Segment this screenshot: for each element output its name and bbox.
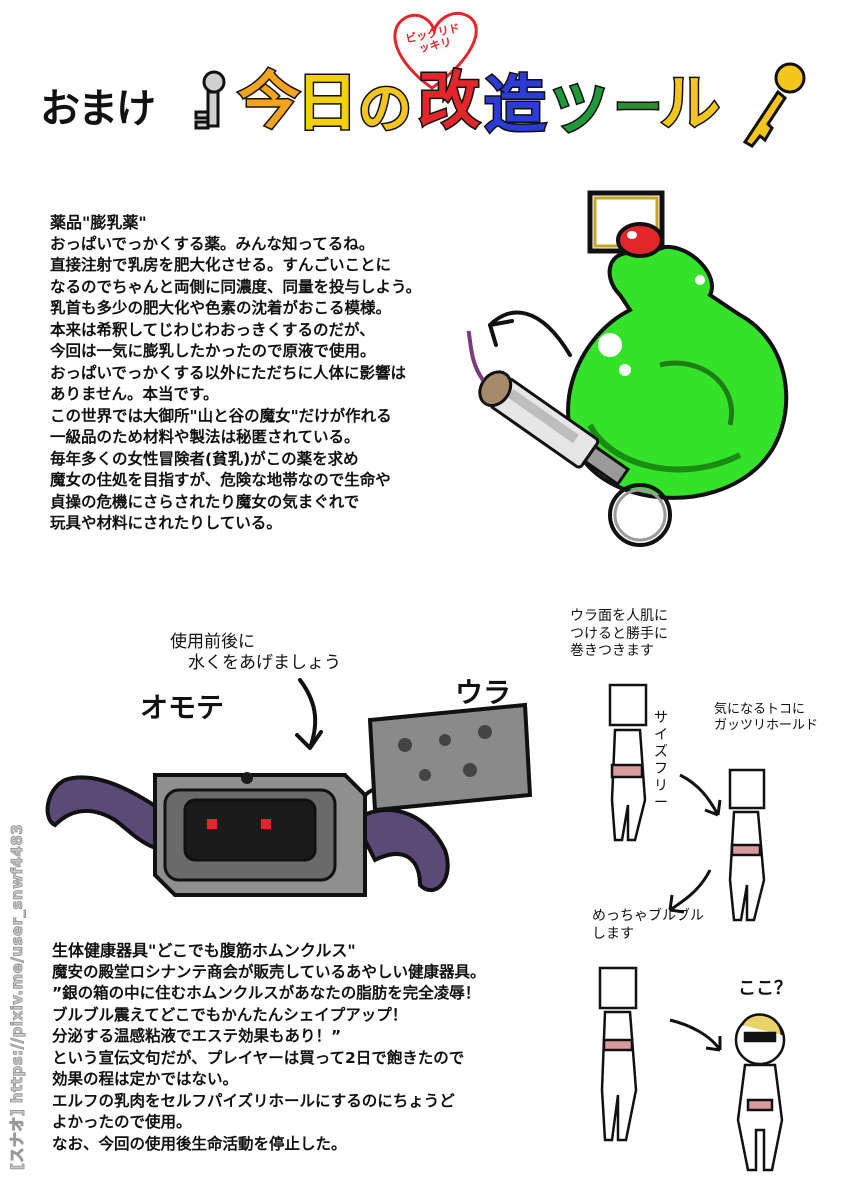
key-icon [742, 62, 806, 148]
watermark: [スナオ] https://pixiv.me/user_snwf4483 [8, 823, 27, 1170]
drug-description: 薬品"膨乳薬" おっぱいでっかくする薬。みんな知ってるね。直接注射で乳房を肥大化… [50, 212, 421, 535]
side-note-3-line-2: します [592, 925, 634, 942]
note-before-line-1: 使用前後に [170, 632, 255, 652]
text-line: ”銀の箱の中に住むホムンクルスがあなたの脂肪を完全凌辱！ [52, 984, 481, 1002]
text-line: という宣伝文句だが、プレイヤーは買って2日で飽きたので [52, 1048, 465, 1067]
red-eye-right [261, 819, 271, 829]
side-note-2-line-2: ガッツリホールド [714, 718, 819, 734]
note-before-line-2: 水くをあげましょう [188, 653, 341, 674]
heart-icon [393, 11, 478, 90]
text-line: なるのでちゃんと両側に同濃度、同量を投与しよう。 [50, 277, 422, 296]
health-lines: 魔安の殿堂ロシナンテ商会が販売しているあやしい健康器具。 ”銀の箱の中に住むホムン… [52, 962, 486, 1156]
health-description: 生体健康器具"どこでも腹筋ホムンクルス" 魔安の殿堂ロシナンテ商会が販売している… [52, 940, 486, 1155]
tentacle-left [45, 775, 188, 852]
figure-1 [608, 683, 648, 842]
device-back [367, 702, 533, 813]
text-line: 毎年多くの女性冒険者(貧乳)がこの薬を求め [50, 449, 359, 468]
text-line: よかったので使用。 [52, 1113, 192, 1131]
arrow-icon [488, 310, 572, 357]
device-illustration [45, 678, 533, 897]
text-line: エルフの乳肉をセルフパイズリホールにするのにちょうど [52, 1091, 455, 1110]
koko-label: ここ？ [738, 978, 792, 999]
text-line: 本来は希釈してじわじわおっきくするのだが、 [50, 320, 375, 339]
red-eye-left [207, 819, 217, 829]
text-line: ありません。本当です。 [50, 385, 219, 403]
figure-3 [598, 966, 638, 1142]
text-line: 玩具や材料にされたりしている。 [50, 514, 282, 532]
drug-lines: おっぱいでっかくする薬。みんな知ってるね。直接注射で乳房を肥大化させる。すんごい… [50, 234, 421, 535]
potion-flask [566, 244, 789, 500]
arrow-down-icon [295, 678, 323, 750]
figure-2 [728, 768, 766, 922]
syringe-icon [466, 330, 631, 487]
note-before-use: 使用前後に 水くをあげましょう [170, 632, 341, 675]
text-line: 魔女の住処を目指すが、危険な地帯なので生命や [50, 471, 391, 489]
side-note-1-line-3: 巻きつきます [570, 643, 654, 659]
title-char: ツ [548, 75, 609, 143]
title-char: 改 [416, 64, 481, 137]
header-decoration [194, 11, 806, 148]
text-line: 分泌する温感粘液でエステ効果もあり！” [52, 1027, 342, 1045]
text-line: この世界では大御所"山と谷の魔女"だけが作れる [50, 406, 392, 425]
arrow-icon-3 [669, 1018, 722, 1052]
drug-title: 薬品"膨乳薬" [50, 213, 147, 232]
omake-label: おまけ [40, 86, 156, 132]
text-line: おっぱいでっかくする以外にただちに人体に影響は [50, 363, 407, 382]
front-label: オモテ [140, 691, 225, 724]
potion-cap [616, 222, 664, 258]
title-char: 日 [294, 66, 359, 139]
arrow-icon-2 [668, 869, 712, 914]
ring-icon [608, 483, 672, 547]
title-char: ー [612, 80, 663, 136]
text-line: 今回は一気に膨乳したかったので原液で使用。 [50, 342, 376, 360]
small-key-icon [194, 70, 226, 130]
side-note-2-line-1: 気になるトコに [714, 702, 806, 717]
side-note-3-line-1: めっちゃブルブル [592, 908, 704, 924]
text-line: ブルブル震えてどこでもかんたんシェイプアップ！ [52, 1005, 408, 1024]
figure-4 [734, 1013, 786, 1172]
text-line: 一級品のため材料や製法は秘匿されている。 [50, 428, 360, 446]
potion-illustration [466, 190, 789, 547]
title-char: 造 [482, 68, 547, 141]
title-char: の [357, 77, 414, 140]
text-line: 効果の程は定かではない。 [52, 1070, 239, 1088]
title-char: 今 [236, 64, 301, 137]
side-note-3: めっちゃブルブル します [592, 908, 704, 943]
device-front [153, 772, 367, 897]
title-char: ル [659, 69, 722, 139]
text-line: おっぱいでっかくする薬。みんな知ってるね。 [50, 234, 375, 253]
health-title: 生体健康器具"どこでも腹筋ホムンクルス" [52, 941, 356, 960]
text-line: なお、今回の使用後生命活動を停止した。 [52, 1134, 347, 1153]
page-header: おまけ ビックリドッキリ 今日の改造ツール [0, 0, 848, 190]
text-line: 魔安の殿堂ロシナンテ商会が販売しているあやしい健康器具。 [52, 962, 486, 981]
text-line: 直接注射で乳房を肥大化させる。すんごいことに [50, 256, 392, 274]
back-label: ウラ [455, 676, 512, 709]
side-figures [598, 683, 786, 1172]
text-line: 貞操の危機にさらされたり魔女の気まぐれで [50, 492, 360, 511]
side-note-1-line-2: つけると勝手に [570, 625, 668, 642]
free-size-label: サイズフリー [654, 710, 668, 811]
arrow-icon-1 [679, 773, 722, 817]
side-note-1: ウラ面を人肌に つけると勝手に 巻きつきます [570, 608, 668, 661]
tentacle-right [352, 808, 450, 892]
side-note-1-line-1: ウラ面を人肌に [570, 608, 668, 624]
side-note-2: 気になるトコに ガッツリホールド [714, 702, 818, 735]
text-line: 乳首も多少の肥大化や色素の沈着がおこる模様。 [50, 299, 392, 317]
